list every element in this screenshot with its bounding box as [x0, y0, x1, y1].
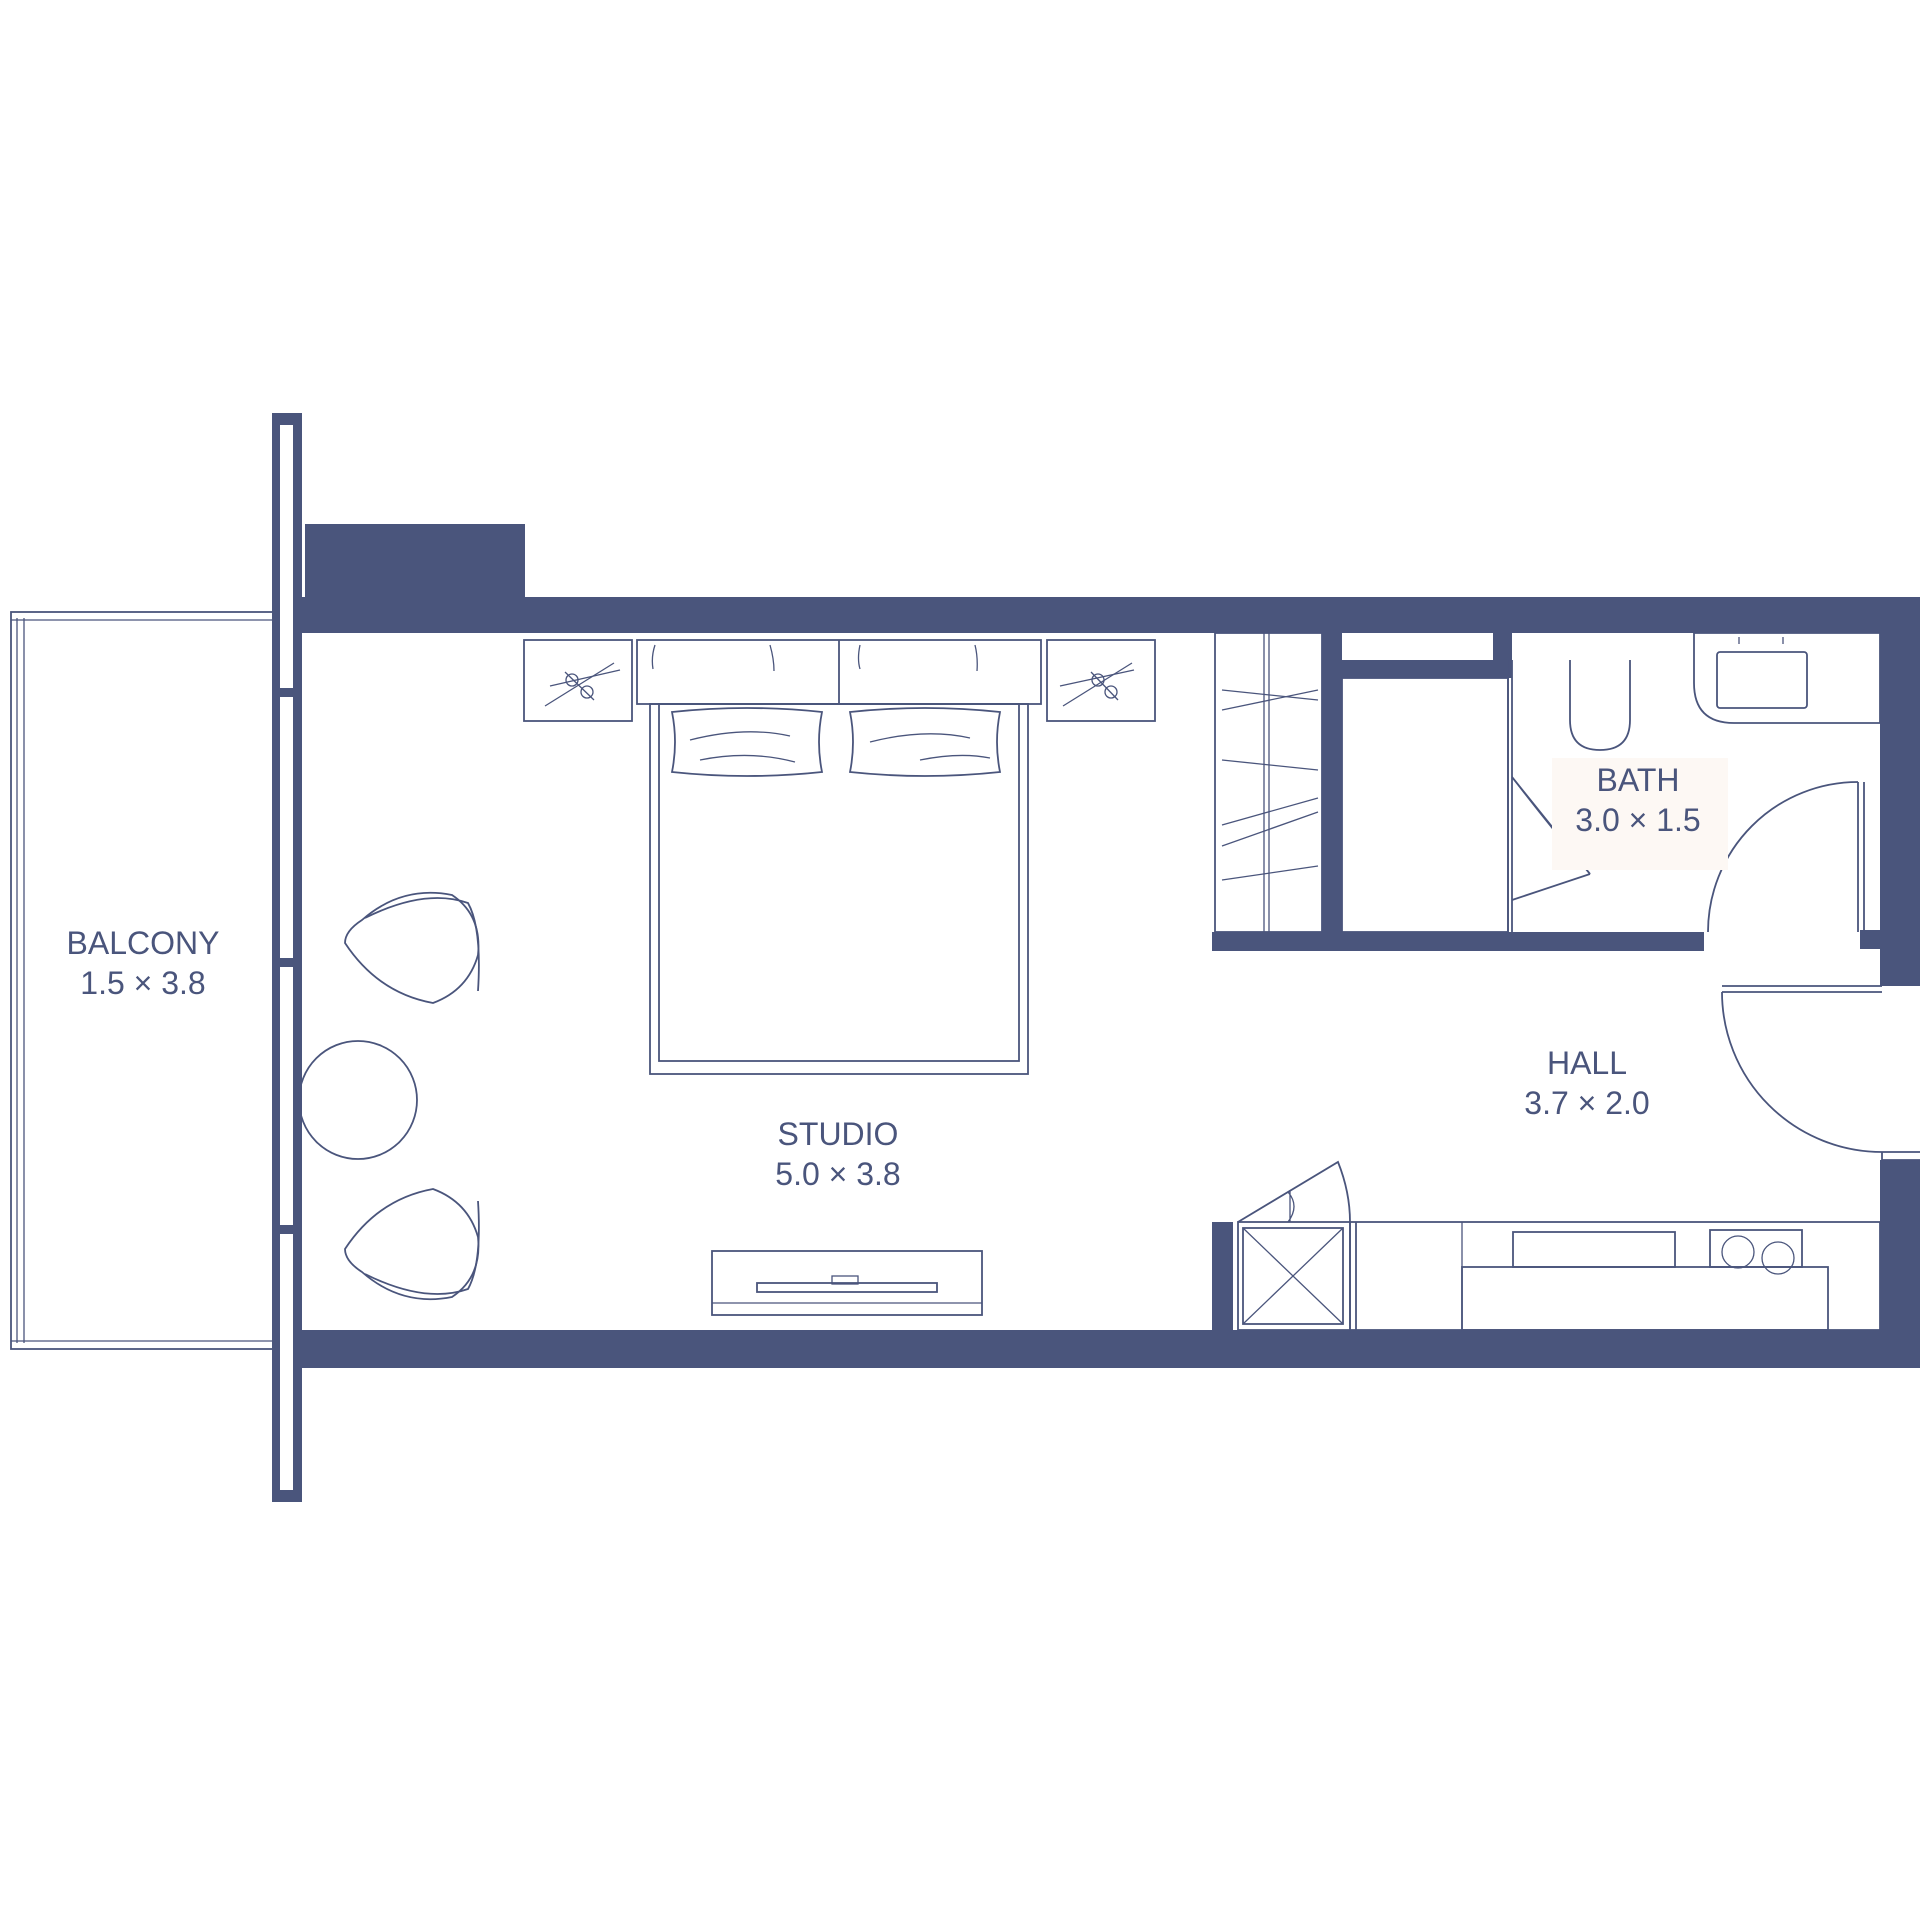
- kitchen-counter-icon: [1349, 1221, 1881, 1331]
- nightstand-lamp-icon: [523, 639, 633, 722]
- door-swing-icon: [1707, 781, 1865, 933]
- washbasin-icon: [1693, 632, 1881, 724]
- door-swing-icon: [1721, 985, 1920, 1162]
- wardrobe-icon: [1214, 632, 1323, 933]
- armchair-icon: [344, 1188, 480, 1301]
- bath-label: BATH 3.0 × 1.5: [1575, 760, 1700, 840]
- balcony-name: BALCONY: [66, 925, 220, 961]
- bath-size: 3.0 × 1.5: [1575, 802, 1701, 838]
- double-bed-icon: [636, 639, 1042, 1075]
- washing-machine-icon: [1709, 1229, 1803, 1275]
- balcony-size: 1.5 × 3.8: [80, 965, 206, 1001]
- hall-label: HALL 3.7 × 2.0: [1524, 1043, 1649, 1123]
- studio-label: STUDIO 5.0 × 3.8: [775, 1114, 900, 1194]
- hall-size: 3.7 × 2.0: [1524, 1085, 1650, 1121]
- tv-console-icon: [711, 1250, 983, 1316]
- hall-name: HALL: [1546, 1045, 1628, 1081]
- toilet-icon: [1569, 660, 1631, 751]
- nightstand-lamp-icon: [1046, 639, 1156, 722]
- armchair-icon: [344, 891, 480, 1004]
- studio-size: 5.0 × 3.8: [775, 1156, 901, 1192]
- storage-closet: [1341, 660, 1513, 933]
- window-wall: [272, 413, 302, 1502]
- balcony-label: BALCONY 1.5 × 3.8: [67, 923, 220, 1003]
- round-table-icon: [298, 1040, 418, 1160]
- exterior-walls: [302, 524, 1920, 1368]
- refrigerator-icon: [1237, 1160, 1351, 1331]
- bath-name: BATH: [1596, 762, 1680, 798]
- bath-label-bg: [1552, 758, 1728, 870]
- studio-name: STUDIO: [777, 1116, 899, 1152]
- interior-walls: [1212, 630, 1882, 951]
